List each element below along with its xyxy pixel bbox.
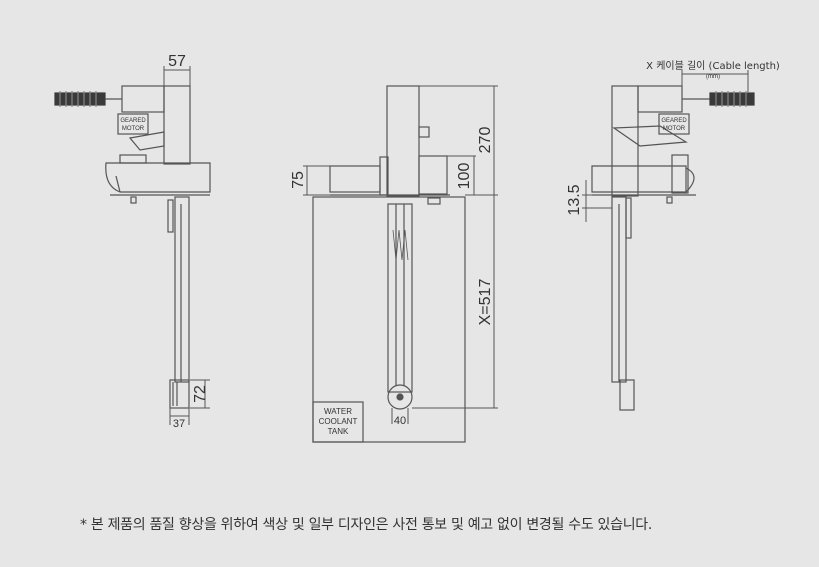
center-front-view xyxy=(312,85,466,443)
center-motor-column xyxy=(386,85,420,197)
center-dim-40: 40 xyxy=(394,415,406,427)
left-motor-label-box xyxy=(117,113,149,135)
footnote: * 본 제품의 품질 향상을 위하여 색상 및 일부 디자인은 사전 통보 및 … xyxy=(80,517,653,533)
tank-label-2: COOLANT xyxy=(319,417,358,426)
right-threaded-cable xyxy=(682,91,755,107)
left-side-view xyxy=(54,85,211,409)
left-dim-height: 72 xyxy=(192,385,209,403)
center-dim-75: 75 xyxy=(290,171,307,189)
right-motor-label-1: GEARED xyxy=(661,118,687,124)
center-bottom-wheel xyxy=(387,384,413,410)
center-saw-blade xyxy=(387,203,413,393)
left-dim-width: 37 xyxy=(173,418,185,430)
right-motor-label-2: MOTOR xyxy=(663,126,686,132)
right-motor-housing xyxy=(637,85,683,113)
left-dim-top: 57 xyxy=(168,53,186,70)
left-motor-housing xyxy=(121,85,165,113)
center-dim-270: 270 xyxy=(477,127,494,154)
right-dim-13-5: 13.5 xyxy=(566,184,583,215)
cable-length-label: X 케이블 길이 (Cable length) xyxy=(646,59,780,72)
tank-label-box xyxy=(312,401,364,443)
left-motor-label-2: MOTOR xyxy=(122,126,145,132)
cable-unit-label: (mm) xyxy=(706,74,720,80)
tank-label-1: WATER xyxy=(324,407,352,416)
left-motor-label-1: GEARED xyxy=(120,118,146,124)
water-coolant-tank xyxy=(312,196,466,443)
center-dim-100: 100 xyxy=(456,163,473,190)
left-threaded-cable xyxy=(54,91,122,107)
left-blade-post xyxy=(174,196,190,383)
right-side-view xyxy=(591,85,755,411)
tank-label-3: TANK xyxy=(328,427,349,436)
center-dim-x: X=517 xyxy=(477,279,494,326)
